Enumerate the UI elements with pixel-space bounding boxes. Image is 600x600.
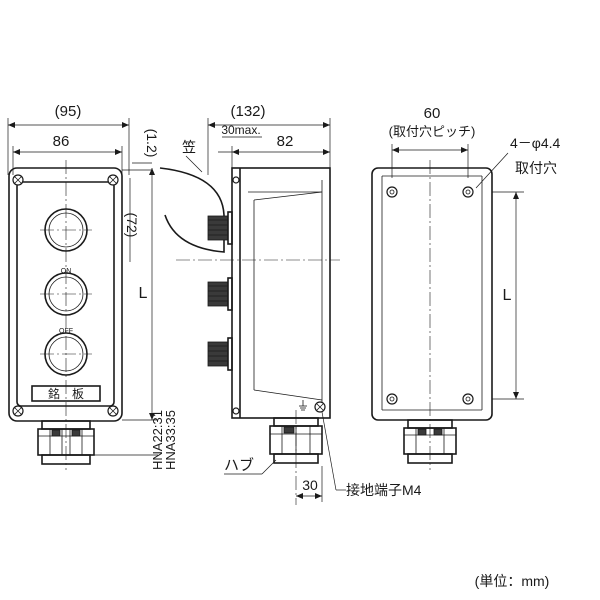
- cover-label: 笠: [182, 139, 196, 155]
- ground-terminal-icon: [299, 400, 326, 413]
- side-button-2: [207, 277, 233, 311]
- hub-code-1: HNA22:31: [150, 410, 165, 470]
- side-depth-body: 82: [277, 133, 294, 150]
- side-depth-overall: (132): [230, 103, 265, 120]
- unit-note: (単位：mm): [475, 573, 550, 589]
- front-button-pitch: (72): [124, 213, 140, 238]
- hub-dim: 30: [302, 477, 318, 493]
- push-button-2: ON: [40, 268, 92, 316]
- mounting-holes: [386, 186, 474, 405]
- front-gap-dim: (1.2): [144, 129, 160, 158]
- push-button-3: OFF: [40, 328, 92, 376]
- button-2-label: ON: [61, 268, 72, 275]
- side-max-note: 30max.: [221, 123, 260, 137]
- front-hub: [37, 420, 158, 465]
- hole-pitch-value: 60: [424, 105, 441, 122]
- back-hub: [403, 419, 457, 464]
- side-button-1: [207, 211, 233, 245]
- side-button-3: [207, 337, 233, 371]
- front-width-overall: (95): [55, 103, 82, 120]
- hub-label: ハブ: [224, 456, 254, 474]
- front-length-label: L: [139, 285, 148, 302]
- ground-terminal-label: 接地端子M4: [346, 482, 422, 498]
- push-button-1: [40, 208, 92, 252]
- hole-pitch-label: (取付穴ピッチ): [389, 124, 476, 139]
- button-3-label: OFF: [59, 328, 73, 335]
- front-width-body: 86: [53, 133, 70, 150]
- hub-code-2: HNA33:35: [163, 410, 178, 470]
- back-length-label: L: [503, 287, 512, 304]
- hole-spec: 4－φ4.4: [510, 135, 561, 151]
- side-view: (132) 30max. 82 笠: [159, 103, 422, 505]
- nameplate-label: 銘 板: [48, 386, 84, 401]
- back-view: 60 (取付穴ピッチ) 4－φ4.4 取付穴: [371, 105, 561, 470]
- front-view: (95) 86 (1.2): [7, 103, 178, 470]
- front-corner-screws: [12, 174, 119, 417]
- hole-label: 取付穴: [515, 160, 557, 176]
